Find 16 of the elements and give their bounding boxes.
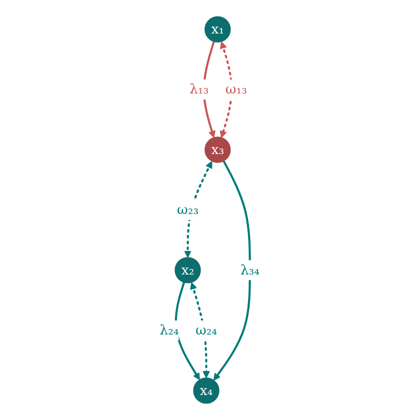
edge-label: ω₂₄: [196, 322, 218, 338]
arrow: [214, 160, 252, 381]
node-circle: x₂: [175, 257, 202, 284]
node-circle: x₁: [204, 16, 232, 42]
node-circle: x₃: [204, 136, 232, 163]
arrow: [203, 41, 216, 138]
edge-label: λ₃₄: [240, 262, 260, 278]
arrow: [220, 41, 234, 138]
edge-label: λ₂₄: [160, 322, 180, 338]
arrow: [175, 282, 200, 380]
edge-label: ω₁₃: [226, 81, 248, 98]
edge-label: λ₁₃: [190, 81, 210, 98]
node-circle: x₄: [194, 378, 220, 404]
arrow: [184, 161, 213, 258]
edge-label: ω₂₃: [177, 202, 199, 218]
arrow: [190, 282, 210, 378]
